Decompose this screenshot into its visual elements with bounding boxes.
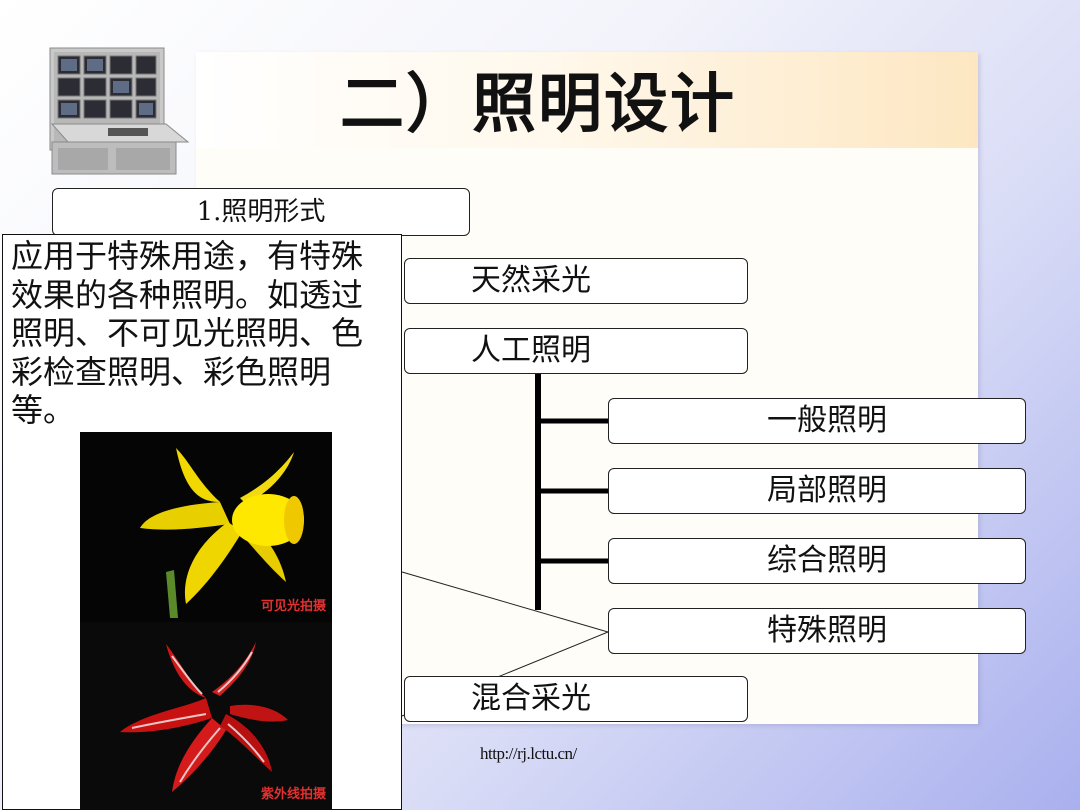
callout-text: 应用于特殊用途，有特殊效果的各种照明。如透过照明、不可见光照明、色彩检查照明、彩…	[11, 237, 364, 429]
visible-light-daffodil-photo: 可见光拍摄	[80, 432, 332, 622]
monitoring-console-image	[48, 46, 194, 176]
node-mixed-lighting-label: 混合采光	[471, 681, 591, 716]
node-special-lighting-label: 特殊照明	[767, 613, 887, 648]
node-artificial-lighting: 人工照明	[404, 328, 748, 374]
title-band	[196, 52, 978, 148]
node-natural-lighting-label: 天然采光	[471, 263, 591, 298]
node-mixed-lighting: 混合采光	[404, 676, 748, 722]
node-local-lighting-label: 局部照明	[767, 473, 887, 508]
node-special-lighting: 特殊照明	[608, 608, 1026, 654]
node-artificial-lighting-label: 人工照明	[471, 333, 591, 368]
slide-title: 二）照明设计	[340, 68, 736, 142]
node-general-lighting-label: 一般照明	[767, 403, 887, 438]
source-url: http://rj.lctu.cn/	[480, 744, 577, 763]
ultraviolet-daffodil-photo: 紫外线拍摄	[80, 622, 332, 810]
node-general-lighting: 一般照明	[608, 398, 1026, 444]
node-combined-lighting-label: 综合照明	[767, 543, 887, 578]
section-heading-label: 1.照明形式	[196, 197, 326, 227]
section-heading-box: 1.照明形式	[52, 188, 470, 236]
node-natural-lighting: 天然采光	[404, 258, 748, 304]
visible-light-caption: 可见光拍摄	[260, 599, 326, 614]
ultraviolet-caption: 紫外线拍摄	[260, 787, 326, 802]
node-local-lighting: 局部照明	[608, 468, 1026, 514]
node-combined-lighting: 综合照明	[608, 538, 1026, 584]
